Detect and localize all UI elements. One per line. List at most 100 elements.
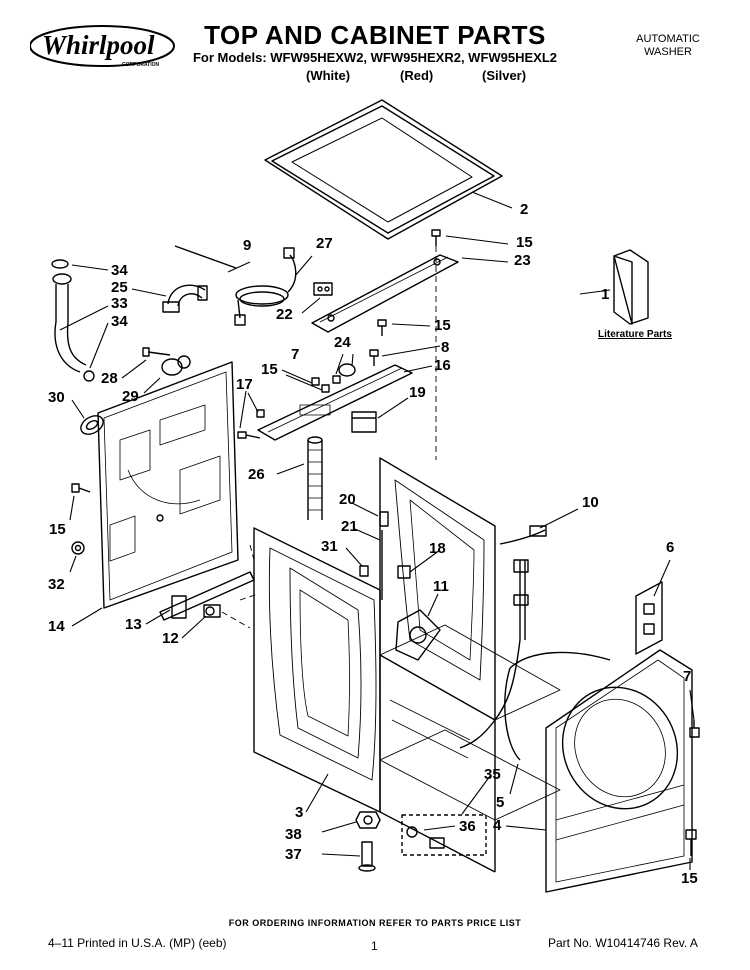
- callout-19: 19: [409, 384, 426, 401]
- nut-38: [355, 811, 381, 829]
- part-20: [379, 511, 389, 527]
- callout-10: 10: [582, 494, 599, 511]
- callout-11: 11: [433, 578, 449, 595]
- appliance-type: AUTOMATIC WASHER: [628, 33, 708, 59]
- callout-15a: 15: [516, 234, 533, 251]
- screw-7-right: [689, 720, 700, 738]
- callout-15d: 15: [49, 521, 66, 538]
- callout-25: 25: [111, 279, 128, 296]
- callout-12: 12: [162, 630, 179, 647]
- alignment-lines: [221, 246, 437, 629]
- callout-33: 33: [111, 295, 128, 312]
- print-info: 4–11 Printed in U.S.A. (MP) (eeb): [48, 936, 227, 950]
- screw-15-mid: [377, 319, 387, 336]
- power-cord: [234, 247, 297, 326]
- models-subtitle: For Models: WFW95HEXW2, WFW95HEXR2, WFW9…: [192, 50, 558, 65]
- callout-2: 2: [520, 201, 529, 218]
- whirlpool-logo: Whirlpool CORPORATION: [30, 24, 180, 70]
- callout-8: 8: [441, 339, 450, 356]
- callout-36: 36: [459, 818, 476, 835]
- callout-26: 26: [248, 466, 265, 483]
- appliance-line-1: AUTOMATIC: [636, 33, 700, 45]
- callout-15e: 15: [681, 870, 698, 887]
- hose-elbow: [162, 284, 208, 313]
- callout-14: 14: [48, 618, 65, 635]
- callout-30: 30: [48, 389, 65, 406]
- callout-22: 22: [276, 306, 293, 323]
- callout-20: 20: [339, 491, 356, 508]
- color-silver: (Silver): [482, 68, 527, 83]
- callout-9: 9: [243, 237, 252, 254]
- valve-29: [161, 355, 191, 376]
- page-title: TOP AND CABINET PARTS: [204, 20, 546, 50]
- fill-tube: [307, 436, 323, 520]
- inlet-hose: [51, 259, 95, 382]
- literature-booklet: [613, 249, 649, 325]
- bracket-24: [338, 363, 356, 377]
- screw-15-bracket: [256, 377, 330, 418]
- callout-16: 16: [434, 357, 451, 374]
- callout-38: 38: [285, 826, 302, 843]
- top-cover: [264, 99, 503, 240]
- callout-37: 37: [285, 846, 302, 863]
- part-31: [359, 565, 369, 577]
- cabinet-side: [253, 527, 381, 813]
- wire-harness: [459, 525, 547, 749]
- foot-37: [358, 841, 376, 872]
- part-18: [397, 565, 411, 579]
- callout-7a: 7: [291, 346, 300, 363]
- callout-15c: 15: [261, 361, 278, 378]
- callout-4: 4: [493, 817, 502, 834]
- literature-parts-label: Literature Parts: [598, 329, 672, 340]
- callout-34a: 34: [111, 262, 128, 279]
- console-bracket: [257, 364, 413, 441]
- rear-panel: [97, 361, 239, 609]
- svg-text:Whirlpool: Whirlpool: [42, 30, 155, 60]
- callout-13: 13: [125, 616, 142, 633]
- wire-tool: [174, 245, 237, 269]
- appliance-line-2: WASHER: [644, 46, 692, 58]
- callout-17: 17: [236, 376, 253, 393]
- page-number: 1: [371, 939, 378, 953]
- part-number: Part No. W10414746 Rev. A: [548, 936, 698, 950]
- callout-6: 6: [666, 539, 675, 556]
- color-red: (Red): [400, 68, 434, 83]
- screw-7-top: [332, 375, 341, 384]
- callout-3: 3: [295, 804, 304, 821]
- callout-23: 23: [514, 252, 531, 269]
- foot-32: [71, 541, 85, 555]
- screw-17: [237, 431, 261, 439]
- color-white: (White): [306, 68, 351, 83]
- callout-5: 5: [496, 794, 505, 811]
- callout-31: 31: [321, 538, 338, 555]
- ordering-info: FOR ORDERING INFORMATION REFER TO PARTS …: [228, 918, 522, 928]
- screw-28: [142, 347, 171, 357]
- callout-27: 27: [316, 235, 333, 252]
- callout-35: 35: [484, 766, 501, 783]
- callout-28: 28: [101, 370, 118, 387]
- bracket-12: [203, 604, 221, 618]
- front-panel: [545, 649, 693, 893]
- callout-32: 32: [48, 576, 65, 593]
- callout-7b: 7: [683, 668, 692, 685]
- grommet-30: [80, 415, 104, 435]
- callout-18: 18: [429, 540, 446, 557]
- callout-21: 21: [341, 518, 358, 535]
- svg-text:CORPORATION: CORPORATION: [122, 62, 160, 68]
- callout-15b: 15: [434, 317, 451, 334]
- screw-15-top: [431, 229, 441, 246]
- cabinet-back: [379, 457, 561, 873]
- pump-11: [395, 609, 441, 661]
- screw-15-bottom: [685, 829, 697, 856]
- whirlpool-logo-mark: Whirlpool CORPORATION: [30, 25, 175, 68]
- part-group-36: [401, 814, 487, 856]
- callout-34b: 34: [111, 313, 128, 330]
- switch-19: [351, 411, 377, 433]
- door-lock: [635, 581, 663, 655]
- callout-29: 29: [122, 388, 139, 405]
- top-bracket: [311, 254, 459, 333]
- screw-15-left: [71, 483, 91, 493]
- plug: [313, 282, 333, 296]
- boot-seal: [504, 651, 611, 761]
